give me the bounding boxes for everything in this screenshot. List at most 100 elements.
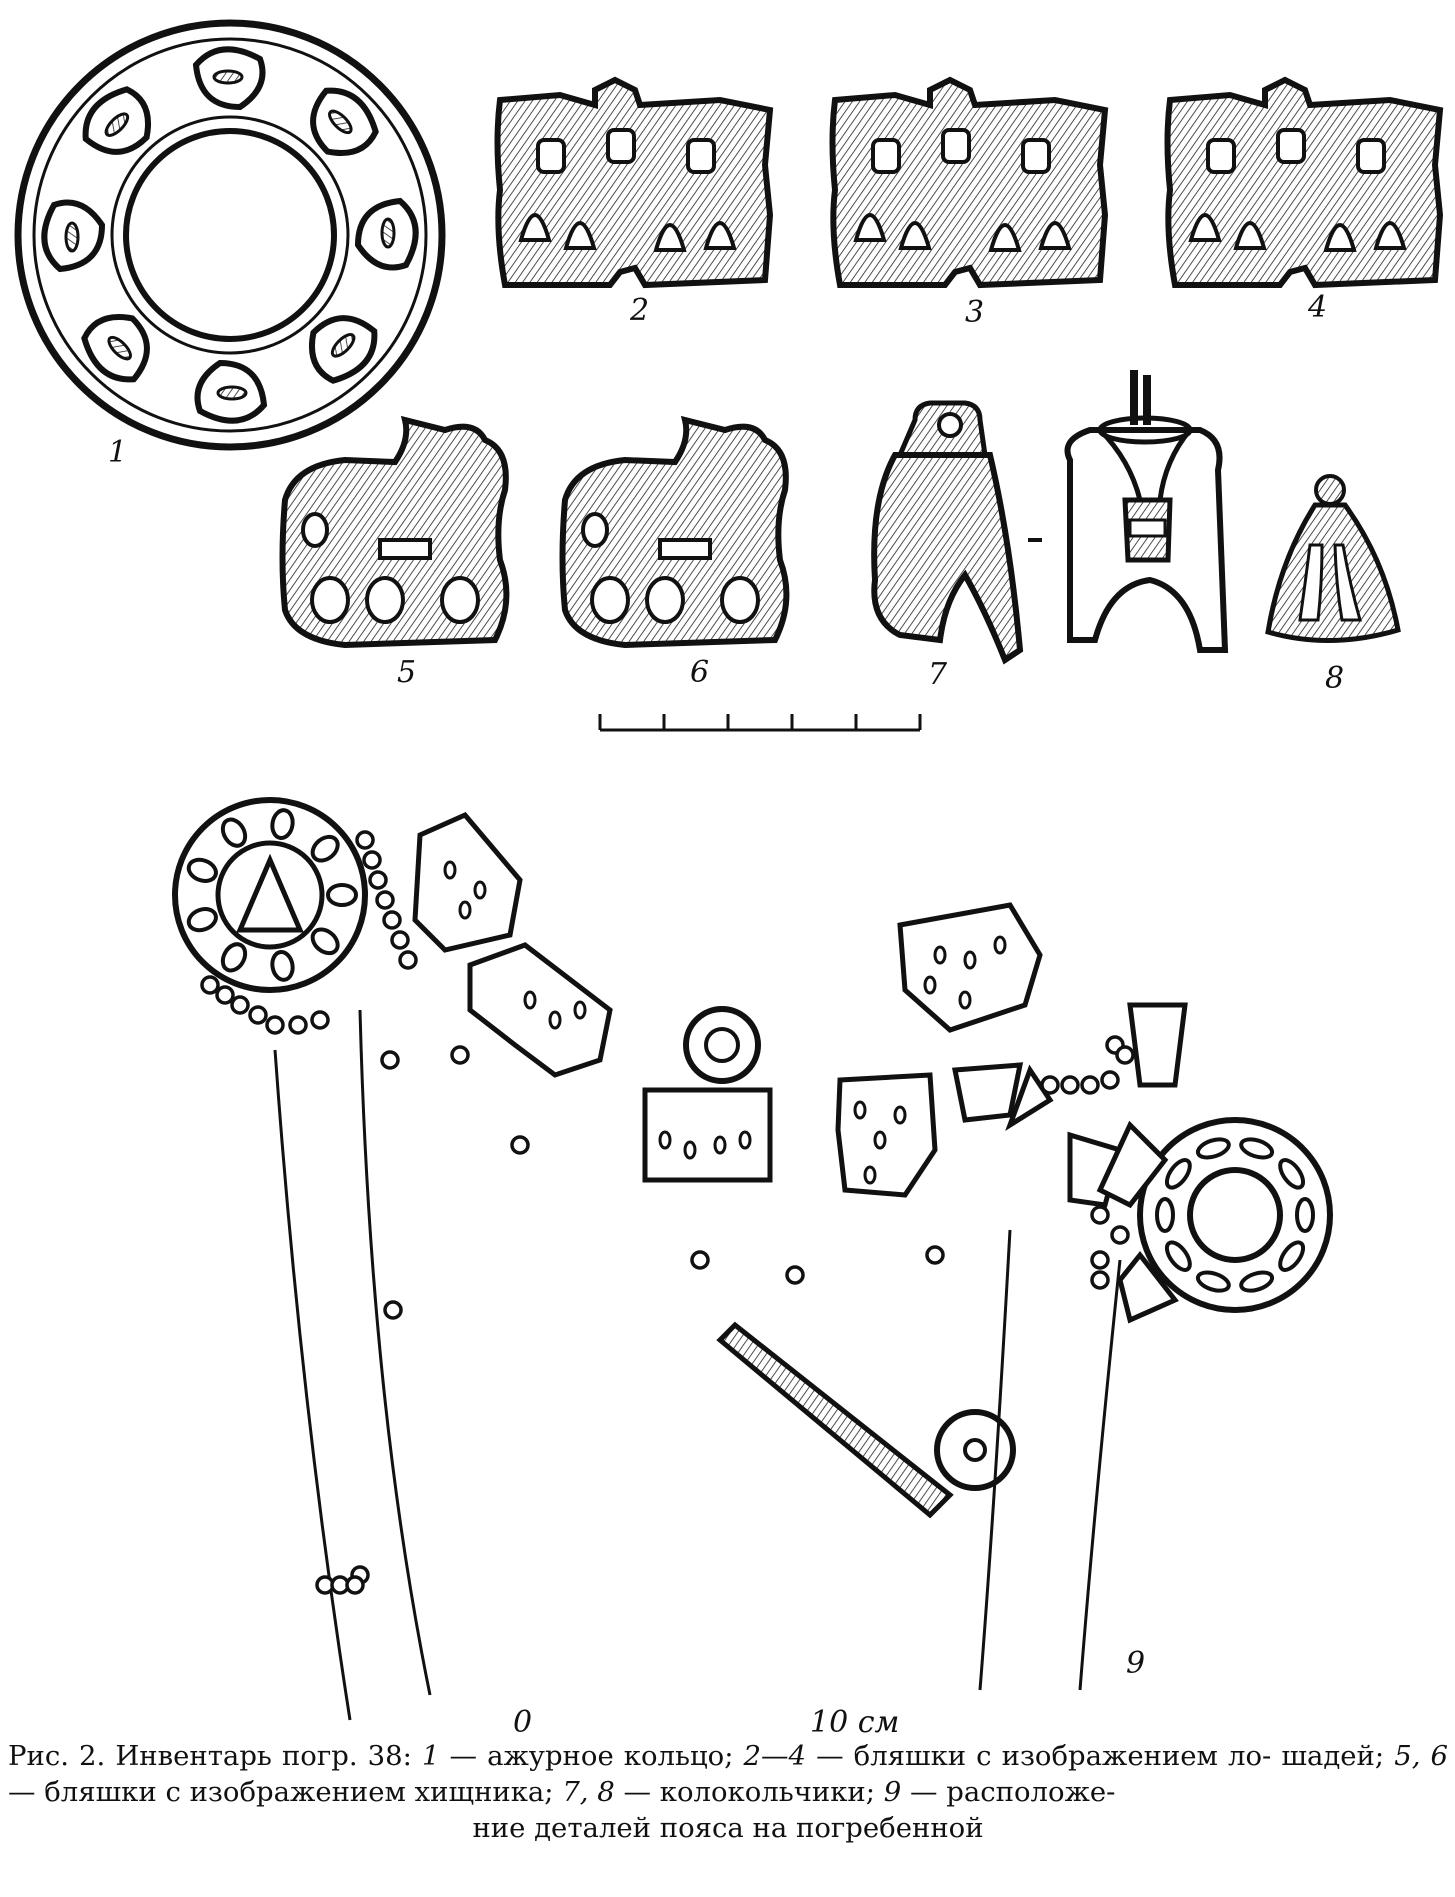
predator-plaque bbox=[559, 415, 790, 649]
belt-layout-drawing bbox=[172, 797, 1333, 1721]
plaque-hole bbox=[933, 945, 947, 965]
plaque-hole bbox=[958, 990, 972, 1010]
bead bbox=[345, 1575, 365, 1595]
bead bbox=[368, 870, 388, 890]
caption-text-3: — бляшки с изображением хищника; bbox=[8, 1776, 563, 1808]
ring-petal-hole bbox=[216, 385, 248, 401]
plaque-hole bbox=[963, 950, 977, 970]
plaque-hole bbox=[548, 1010, 562, 1030]
horse-plaque-window bbox=[686, 138, 716, 174]
ring-hole bbox=[1195, 1270, 1231, 1293]
bead bbox=[1040, 1075, 1060, 1095]
caption-text-6: ние деталей пояса на погребенной bbox=[472, 1812, 984, 1844]
ring-petal bbox=[310, 87, 379, 156]
plaque-hole bbox=[993, 935, 1007, 955]
ring-hole bbox=[1239, 1270, 1275, 1293]
caption-item-5-6: 5, 6 bbox=[1394, 1740, 1449, 1772]
scale-start-label: 0 bbox=[513, 1705, 532, 1740]
ring-petal bbox=[354, 197, 419, 271]
predator-plaque-hole bbox=[440, 576, 480, 624]
bead bbox=[382, 910, 402, 930]
caption-item-7-8: 7, 8 bbox=[562, 1776, 615, 1808]
plaque-hole bbox=[738, 1130, 752, 1150]
horse-plaque-hole bbox=[1323, 223, 1357, 252]
bead bbox=[925, 1245, 945, 1265]
bead bbox=[230, 995, 250, 1015]
bead bbox=[383, 1300, 403, 1320]
bead bbox=[310, 1010, 330, 1030]
horse-plaque-hole bbox=[1188, 213, 1222, 242]
ring-petal-hole bbox=[104, 112, 130, 137]
bead bbox=[1110, 1225, 1130, 1245]
caption-prefix: Рис. 2. Инвентарь погр. 38: bbox=[8, 1740, 422, 1772]
predator-plaque-eye bbox=[581, 512, 609, 548]
horse-plaque-hole bbox=[1373, 221, 1407, 250]
plaque-hole bbox=[923, 975, 937, 995]
plaque-hole bbox=[443, 860, 457, 880]
horse-plaque-window bbox=[871, 138, 901, 174]
horse-plaque-hole bbox=[653, 223, 687, 252]
bead bbox=[362, 850, 382, 870]
plaque-hole bbox=[893, 1105, 907, 1125]
caption-item-9: 9 bbox=[883, 1776, 902, 1808]
horse-plaque bbox=[494, 76, 774, 289]
bead bbox=[1060, 1075, 1080, 1095]
predator-plaque-hole bbox=[720, 576, 760, 624]
horse-plaque bbox=[829, 76, 1109, 289]
horse-plaque-hole bbox=[1233, 221, 1267, 250]
bead bbox=[1090, 1205, 1110, 1225]
bead bbox=[200, 975, 220, 995]
horse-plaque-window bbox=[536, 138, 566, 174]
ring-petal-hole bbox=[380, 217, 396, 249]
item-label-2: 2 bbox=[629, 293, 649, 328]
horse-plaque-window bbox=[606, 128, 636, 164]
predator-plaque-slot bbox=[658, 538, 712, 560]
plaque-hole bbox=[853, 1100, 867, 1120]
horse-plaque-body bbox=[829, 76, 1109, 289]
archaeological-figure: 1 2 3 4 5 6 7 8 9 0 10 см bbox=[14, 19, 1444, 1740]
ring-petal-hole bbox=[328, 109, 353, 135]
ring-hole bbox=[186, 857, 218, 883]
openwork-ring-drawing bbox=[14, 19, 446, 451]
bead bbox=[1100, 1070, 1120, 1090]
plaque-hole bbox=[523, 990, 537, 1010]
horse-plaque-hole bbox=[988, 223, 1022, 252]
horse-plaque bbox=[1164, 76, 1444, 289]
horse-plaque-hole bbox=[703, 221, 737, 250]
bead bbox=[785, 1265, 805, 1285]
horse-plaque-hole bbox=[1038, 221, 1072, 250]
ring-petal bbox=[309, 315, 378, 384]
predator-plaque-eye bbox=[301, 512, 329, 548]
ring-hole bbox=[270, 950, 295, 982]
item-label-1: 1 bbox=[108, 435, 127, 470]
ring-hole bbox=[1155, 1197, 1175, 1233]
bead bbox=[398, 950, 418, 970]
item-label-3: 3 bbox=[965, 295, 984, 330]
bead bbox=[215, 985, 235, 1005]
ring-hole bbox=[186, 907, 218, 933]
predator-plaque-slot bbox=[378, 538, 432, 560]
horse-plaque-hole bbox=[563, 221, 597, 250]
horse-plaque-body bbox=[1164, 76, 1444, 289]
caption-text-1: — ажурное кольцо; bbox=[439, 1740, 744, 1772]
bead bbox=[510, 1135, 530, 1155]
plaque-hole bbox=[473, 880, 487, 900]
item-label-4: 4 bbox=[1307, 290, 1327, 325]
ring-hole bbox=[1278, 1158, 1306, 1190]
bead bbox=[248, 1005, 268, 1025]
predator-plaque-hole bbox=[590, 576, 630, 624]
bell-8-drawing bbox=[1265, 474, 1401, 643]
plaque-hole bbox=[713, 1135, 727, 1155]
plaque-hole bbox=[658, 1130, 672, 1150]
ring-hole bbox=[1164, 1158, 1192, 1190]
ring-hole bbox=[310, 927, 340, 956]
ring-hole bbox=[1164, 1240, 1192, 1272]
ring-hole bbox=[1239, 1137, 1275, 1160]
ring-petal bbox=[192, 46, 266, 111]
predator-plaques-drawing bbox=[279, 415, 790, 649]
scale-bar-upper bbox=[598, 714, 922, 732]
ring-petal bbox=[81, 314, 150, 383]
ring-hole bbox=[310, 834, 340, 863]
ring-petal bbox=[41, 199, 106, 273]
ring-hole bbox=[1278, 1240, 1306, 1272]
